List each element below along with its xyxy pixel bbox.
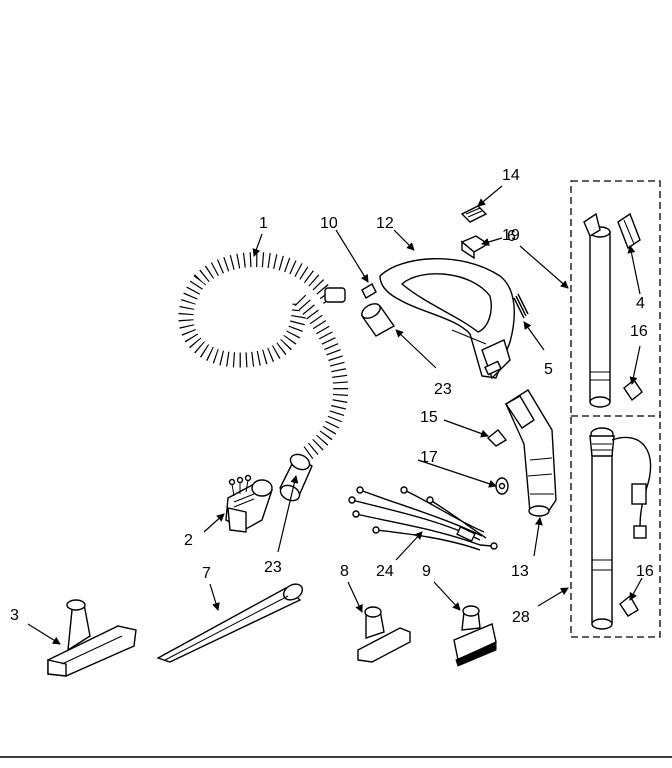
part-crevice-tool [156,583,304,663]
part-wire-harness [348,486,498,551]
part-floor-tool [47,599,137,677]
callout-4: 4 [636,295,645,312]
callout-14: 14 [502,167,520,184]
callout-15: 15 [420,409,438,426]
part-latch-lower [619,594,639,617]
leader-lines [27,185,643,645]
part-cuff-lower [279,453,313,502]
part-switch [460,235,490,260]
part-hose [178,252,349,462]
part-handle [379,258,515,380]
callout-13: 13 [511,563,529,580]
callout-12: 12 [376,215,394,232]
wand-assembly-box [570,180,661,638]
callout-8: 8 [340,563,349,580]
callout-7: 7 [202,565,211,582]
part-lower-wand [589,427,652,630]
callout-3: 3 [10,607,19,624]
part-hose-connector [225,474,273,533]
callout-6: 6 [507,228,516,245]
part-cuff-upper [360,303,396,337]
part-wand-clip [617,212,641,250]
part-spring [513,293,529,319]
callout-17: 17 [420,449,438,466]
part-upholstery-tool [357,606,411,663]
callout-23-lower: 23 [264,559,282,576]
callout-28: 28 [512,609,530,626]
callout-23-upper: 23 [434,381,452,398]
callout-5: 5 [544,361,553,378]
part-clip [486,429,508,447]
callout-24: 24 [376,563,394,580]
part-upper-wand [583,212,611,408]
callout-19: 19 [502,227,520,244]
callout-16-upper: 16 [630,323,648,340]
part-handle-extension [505,389,557,517]
callout-2: 2 [184,532,193,549]
part-switch-cover [460,205,488,223]
callout-10: 10 [320,215,338,232]
part-small-fastener [495,477,509,495]
part-latch-upper [623,378,643,402]
callout-16-lower: 16 [636,563,654,580]
callout-9: 9 [422,563,431,580]
part-dusting-brush [453,605,497,667]
callout-1: 1 [259,215,268,232]
part-screw [361,283,377,299]
